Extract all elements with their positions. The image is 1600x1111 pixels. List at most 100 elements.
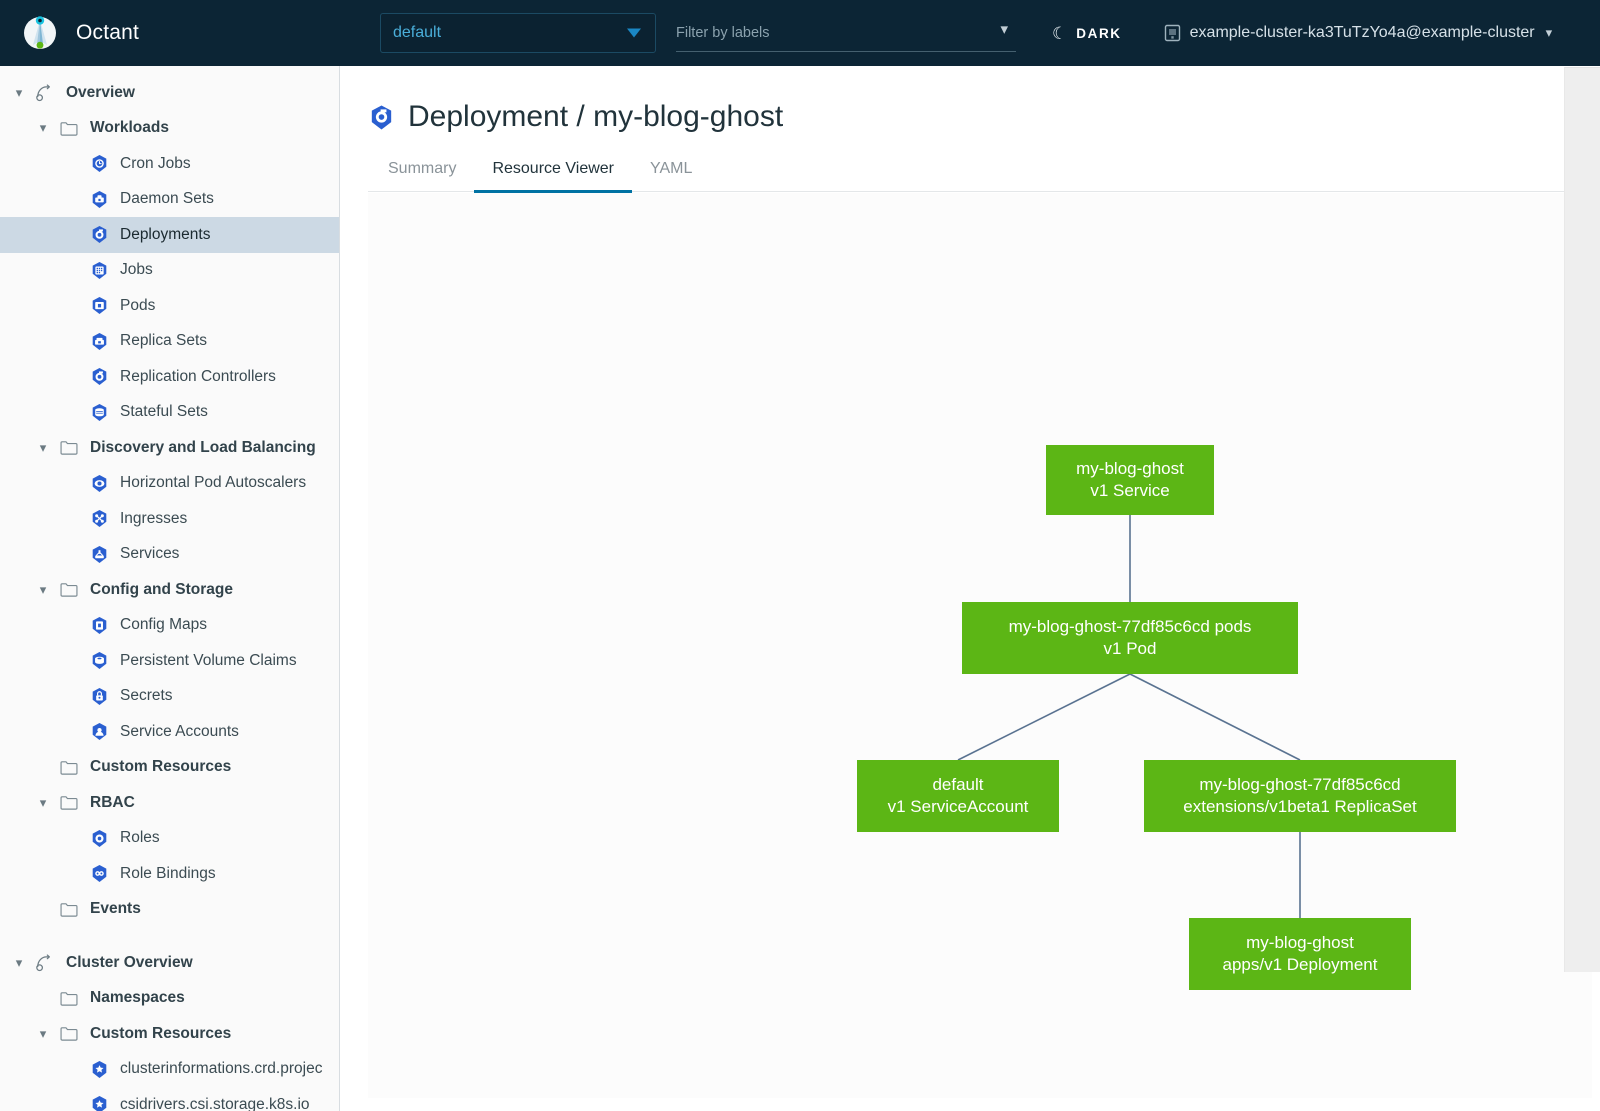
- folder-icon: [56, 902, 82, 917]
- overview-icon: [32, 84, 58, 102]
- sidebar-item-services[interactable]: Services: [0, 537, 339, 573]
- sidebar-item-pods[interactable]: Pods: [0, 288, 339, 324]
- sidebar-item-label: Stateful Sets: [120, 403, 208, 421]
- sidebar-item-persistent-volume-claims[interactable]: Persistent Volume Claims: [0, 643, 339, 679]
- tab-resource-viewer[interactable]: Resource Viewer: [474, 154, 632, 193]
- chevron-down-icon[interactable]: ▾: [39, 439, 47, 455]
- sidebar-item-label: Workloads: [90, 119, 169, 137]
- sidebar-item-service-accounts[interactable]: Service Accounts: [0, 714, 339, 750]
- sidebar-item-daemon-sets[interactable]: Daemon Sets: [0, 182, 339, 218]
- folder-icon: [56, 795, 82, 810]
- sidebar-item-label: Custom Resources: [90, 1024, 232, 1042]
- sidebar-item-ingresses[interactable]: Ingresses: [0, 501, 339, 537]
- sidebar-item-workloads[interactable]: ▾ Workloads: [0, 111, 339, 147]
- sidebar-gap: [0, 927, 339, 945]
- graph-edge: [957, 673, 1131, 761]
- sidebar-item-cron-jobs[interactable]: Cron Jobs: [0, 146, 339, 182]
- statefulset-icon: [86, 403, 112, 422]
- sidebar-item-label: Namespaces: [90, 989, 185, 1007]
- sidebar-item-csidrivers-csi-storage-k8s-io[interactable]: csidrivers.csi.storage.k8s.io: [0, 1087, 339, 1111]
- sidebar-item-custom-resources[interactable]: Custom Resources: [0, 750, 339, 786]
- sidebar-item-replication-controllers[interactable]: Replication Controllers: [0, 359, 339, 395]
- sidebar-item-stateful-sets[interactable]: Stateful Sets: [0, 395, 339, 431]
- configmap-icon: [86, 616, 112, 635]
- sidebar-item-horizontal-pod-autoscalers[interactable]: Horizontal Pod Autoscalers: [0, 466, 339, 502]
- brand[interactable]: Octant: [18, 11, 348, 55]
- sidebar-item-deployments[interactable]: Deployments: [0, 217, 339, 253]
- sidebar-item-label: Role Bindings: [120, 864, 216, 882]
- folder-icon: [56, 582, 82, 597]
- sidebar-item-custom-resources[interactable]: ▾ Custom Resources: [0, 1016, 339, 1052]
- app-header: Octant default Filter by labels ▾ ☾ DARK…: [0, 0, 1600, 66]
- label-filter[interactable]: Filter by labels ▾: [676, 14, 1016, 52]
- sidebar-item-rbac[interactable]: ▾ RBAC: [0, 785, 339, 821]
- rolebinding-icon: [86, 864, 112, 883]
- tab-summary[interactable]: Summary: [388, 160, 457, 177]
- chevron-down-icon[interactable]: ▾: [15, 84, 23, 100]
- sidebar-item-label: RBAC: [90, 793, 135, 811]
- chevron-down-icon[interactable]: ▾: [15, 954, 23, 970]
- sidebar-item-roles[interactable]: Roles: [0, 821, 339, 857]
- sidebar-item-clusterinformations-crd-projec[interactable]: clusterinformations.crd.projec: [0, 1052, 339, 1088]
- crd-icon: [86, 1095, 112, 1111]
- tab-yaml[interactable]: YAML: [650, 160, 693, 177]
- crd-icon: [86, 1060, 112, 1079]
- chevron-down-icon[interactable]: ▾: [39, 581, 47, 597]
- sidebar-item-label: Discovery and Load Balancing: [90, 438, 316, 456]
- sidebar-item-label: Service Accounts: [120, 722, 239, 740]
- folder-icon: [56, 991, 82, 1006]
- sidebar-item-config-maps[interactable]: Config Maps: [0, 608, 339, 644]
- cronjob-icon: [86, 154, 112, 173]
- sidebar-item-label: clusterinformations.crd.projec: [120, 1060, 323, 1078]
- sidebar-item-label: Cluster Overview: [66, 953, 193, 971]
- cluster-selector[interactable]: example-cluster-ka3TuTzYo4a@example-clus…: [1164, 24, 1552, 42]
- graph-edges: [957, 515, 1301, 918]
- page-title-text: Deployment / my-blog-ghost: [408, 100, 784, 133]
- brand-name: Octant: [76, 21, 140, 44]
- sidebar-item-label: Roles: [120, 829, 160, 847]
- sidebar-item-label: Cron Jobs: [120, 154, 191, 172]
- sidebar-item-events[interactable]: Events: [0, 892, 339, 928]
- sidebar-item-label: Secrets: [120, 687, 173, 705]
- theme-toggle[interactable]: ☾ DARK: [1052, 25, 1122, 42]
- service-icon: [86, 545, 112, 564]
- chevron-down-icon: [627, 28, 641, 38]
- sidebar-item-overview[interactable]: ▾ Overview: [0, 75, 339, 111]
- sidebar-item-jobs[interactable]: Jobs: [0, 253, 339, 289]
- detail-side-panel: [1564, 67, 1600, 972]
- sidebar-item-replica-sets[interactable]: Replica Sets: [0, 324, 339, 360]
- daemonset-icon: [86, 190, 112, 209]
- sidebar-item-cluster-overview[interactable]: ▾ Cluster Overview: [0, 945, 339, 981]
- chevron-down-icon[interactable]: ▾: [39, 120, 47, 136]
- sidebar-item-label: Replication Controllers: [120, 367, 276, 385]
- sidebar-item-role-bindings[interactable]: Role Bindings: [0, 856, 339, 892]
- graph-node-name: my-blog-ghost: [1076, 459, 1184, 479]
- tab-bar[interactable]: Summary Resource Viewer YAML: [368, 154, 1580, 193]
- graph-node-kind: v1 ServiceAccount: [887, 797, 1029, 816]
- namespace-select[interactable]: default: [380, 13, 656, 53]
- chevron-down-icon[interactable]: ▾: [39, 794, 47, 810]
- folder-icon: [56, 440, 82, 455]
- sidebar-item-secrets[interactable]: Secrets: [0, 679, 339, 715]
- sidebar-item-label: Replica Sets: [120, 332, 208, 350]
- sidebar-item-namespaces[interactable]: Namespaces: [0, 981, 339, 1017]
- chevron-down-icon[interactable]: ▾: [39, 1025, 47, 1041]
- sidebar-item-config-and-storage[interactable]: ▾Config and Storage: [0, 572, 339, 608]
- main-content: Deployment / my-blog-ghost Summary Resour…: [340, 66, 1600, 1111]
- sidebar-item-label: Horizontal Pod Autoscalers: [120, 474, 307, 492]
- graph-node-name: my-blog-ghost: [1246, 933, 1354, 953]
- pod-icon: [86, 296, 112, 315]
- sidebar-item-discovery-and-load-balancing[interactable]: ▾ Discovery and Load Balancing: [0, 430, 339, 466]
- sidebar-item-label: Overview: [66, 83, 135, 101]
- secret-icon: [86, 687, 112, 706]
- sidebar-item-label: Services: [120, 545, 180, 563]
- graph-node-kind: v1 Pod: [1103, 639, 1157, 658]
- graph-edge: [1129, 673, 1301, 761]
